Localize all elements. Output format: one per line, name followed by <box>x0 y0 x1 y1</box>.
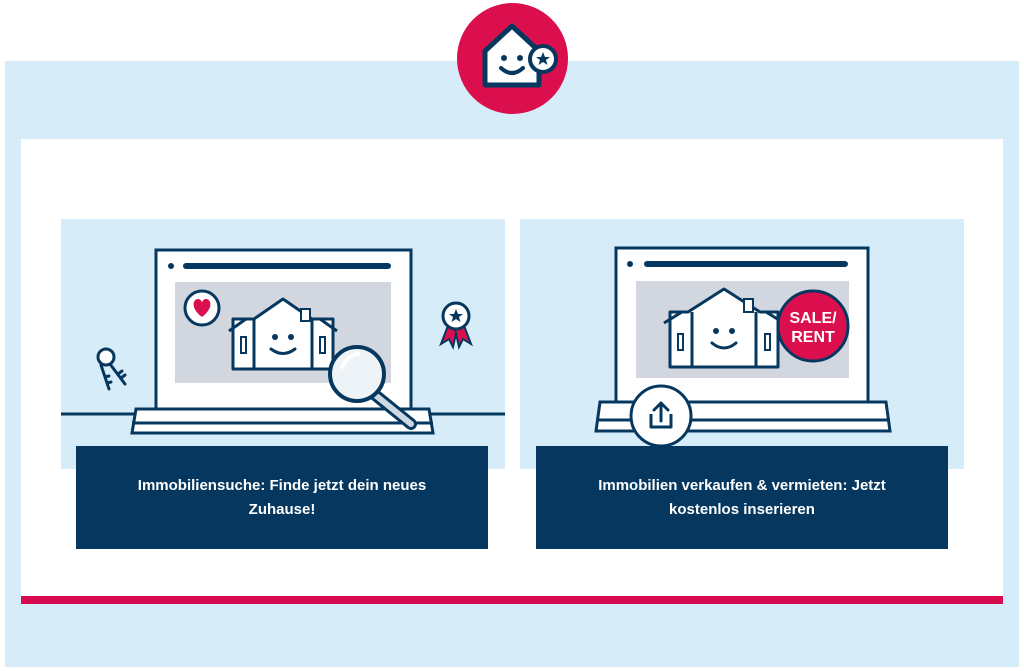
house-icon <box>663 287 785 369</box>
search-card-illustration[interactable] <box>61 219 505 469</box>
accent-bar <box>21 596 1003 604</box>
brand-logo[interactable] <box>457 3 568 114</box>
sale-rent-label-2: RENT <box>791 329 835 346</box>
sell-illustration: SALE/ RENT <box>594 246 892 448</box>
heart-icon <box>183 289 221 327</box>
sale-rent-label: SALE/ <box>789 310 837 327</box>
smiling-house-star-icon <box>482 23 558 88</box>
sell-card-caption[interactable]: Immobilien verkaufen & vermieten: Jetzt … <box>536 446 948 549</box>
upload-icon[interactable] <box>629 384 693 448</box>
magnifier-icon <box>328 345 417 430</box>
search-card-caption[interactable]: Immobiliensuche: Finde jetzt dein neues … <box>76 446 488 549</box>
house-icon <box>228 297 338 371</box>
keys-icon <box>96 347 127 391</box>
award-badge-icon <box>439 301 473 350</box>
search-illustration <box>61 248 505 435</box>
sale-rent-badge: SALE/ RENT <box>776 289 850 363</box>
sell-card-illustration[interactable]: SALE/ RENT <box>520 219 964 469</box>
